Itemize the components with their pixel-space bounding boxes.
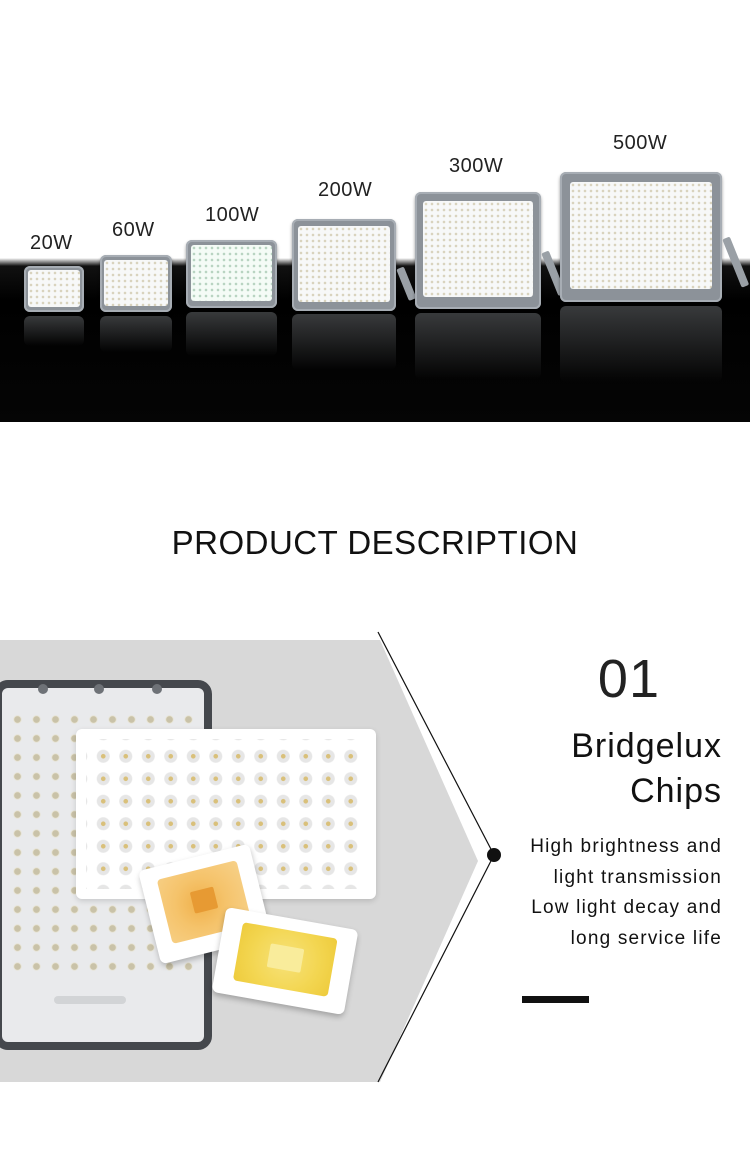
feature-underline-bar <box>522 996 589 1003</box>
floodlight-60w-image <box>100 255 172 312</box>
wattage-label-200w: 200W <box>318 179 373 201</box>
wattage-label-300w: 300W <box>449 155 504 177</box>
feature-number: 01 <box>597 649 660 709</box>
section-title: PRODUCT DESCRIPTION <box>171 524 579 561</box>
floodlight-500w-reflection <box>560 306 722 382</box>
feature-heading-line2: Chips <box>630 772 722 810</box>
feature-desc-line3: Low light decay and <box>531 897 722 918</box>
wattage-label-100w: 100W <box>205 204 260 226</box>
wattage-label-20w: 20W <box>30 232 73 254</box>
floodlight-20w-reflection <box>24 316 84 346</box>
floodlight-100w-reflection <box>186 312 277 356</box>
floodlight-20w-image <box>24 266 84 312</box>
feature-desc-line4: long service life <box>570 927 722 949</box>
wattage-label-60w: 60W <box>112 219 155 241</box>
feature-heading: Bridgelux Chips <box>571 724 722 814</box>
wattage-label-500w: 500W <box>613 132 668 154</box>
floodlight-500w-image <box>560 172 722 302</box>
feature-desc-line1: High brightness and <box>530 836 722 857</box>
floodlight-500w-bracket <box>722 236 750 288</box>
floodlight-300w-image <box>415 192 541 309</box>
floodlight-300w-reflection <box>415 313 541 379</box>
floodlight-200w-reflection <box>292 314 396 370</box>
product-lineup-banner: 20W 60W 100W 200W 300W 500W <box>0 0 750 422</box>
floodlight-100w-image <box>186 240 277 308</box>
floodlight-200w-image <box>292 219 396 311</box>
feature-desc-line2: light transmission <box>553 866 722 888</box>
floodlight-60w-reflection <box>100 316 172 352</box>
divider-bullet-dot <box>487 848 501 862</box>
feature-heading-line1: Bridgelux <box>571 727 722 765</box>
floodlight-200w-bracket <box>396 266 417 302</box>
feature-description: High brightness and light transmission L… <box>530 832 722 954</box>
